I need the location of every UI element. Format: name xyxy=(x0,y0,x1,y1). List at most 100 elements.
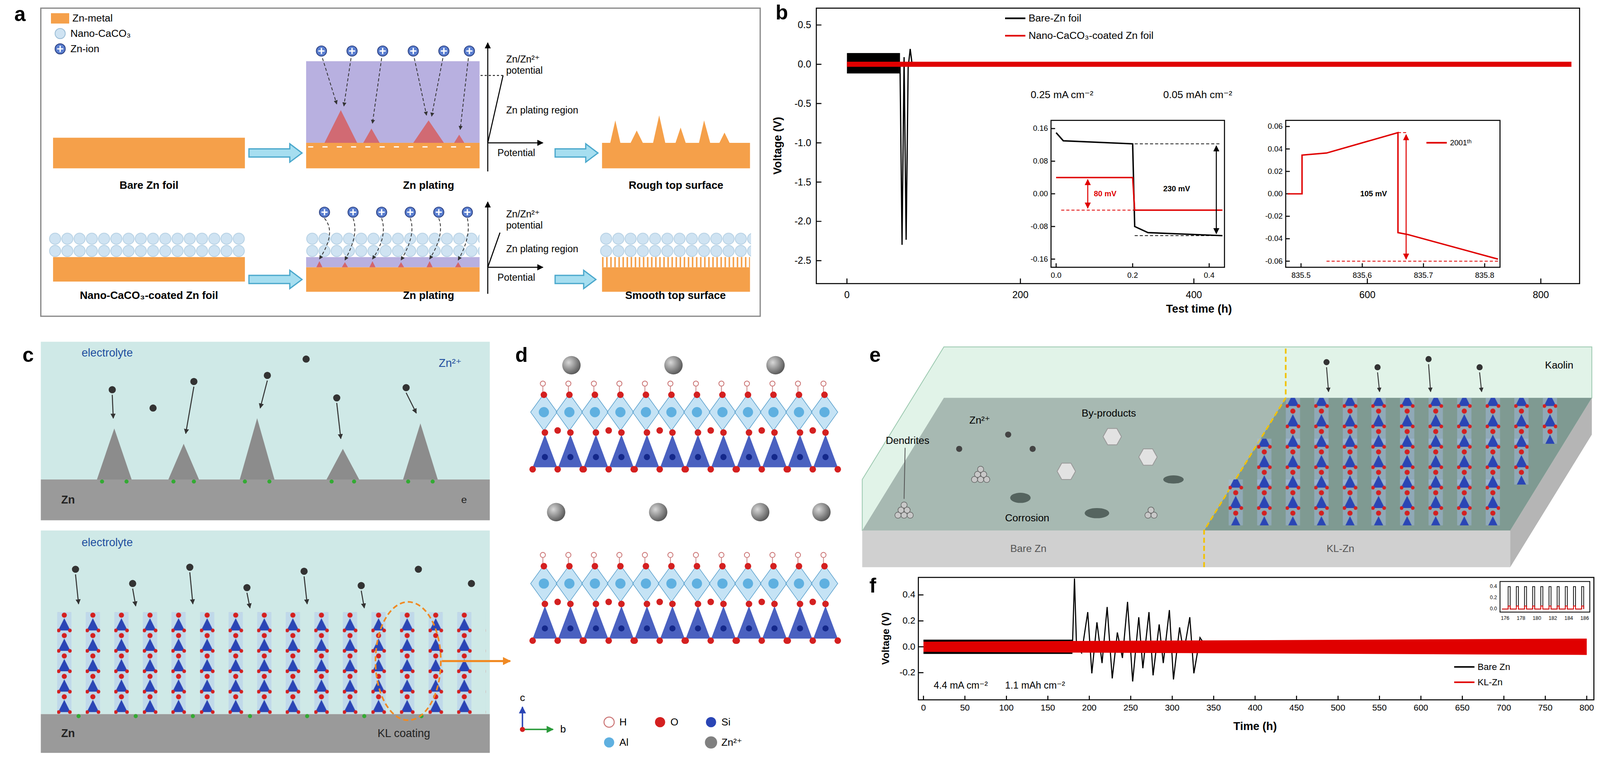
legend-sample xyxy=(1005,15,1026,22)
kl-zn-scheme-g-circle xyxy=(467,580,475,588)
axis-tick: -0.06 xyxy=(1265,256,1283,266)
region-label: Zn xyxy=(61,493,75,507)
label-box: 150 xyxy=(1040,703,1056,713)
legend-sample xyxy=(1005,32,1026,39)
coated-foil-rect xyxy=(48,232,245,258)
kl-zn-scheme-g-circle xyxy=(248,714,253,719)
inset-b1-path xyxy=(1051,128,1210,268)
label-box: 0.00 xyxy=(1267,189,1283,199)
kl-zn-scheme-g-line xyxy=(132,589,136,607)
chart-f-axes-path xyxy=(918,595,1587,701)
legend-dot xyxy=(55,28,66,39)
legend-text: Zn-metal xyxy=(72,12,113,25)
legend-dot xyxy=(55,43,66,55)
label-box: 450 xyxy=(1289,703,1304,713)
electrode-slab-g-ellipse xyxy=(1010,493,1031,504)
kaolinite-structure-g-circle xyxy=(546,503,566,522)
legend-sample xyxy=(703,735,718,750)
legend-sample xyxy=(53,26,68,41)
electrode-slab-g-circle xyxy=(1029,446,1036,453)
legend-item: Zn-metal xyxy=(50,12,113,25)
axis-note: Zn plating region xyxy=(506,243,579,255)
condition-text: 4.4 mA cm⁻² xyxy=(933,680,989,692)
region-label: KL coating xyxy=(377,727,431,740)
axis-tick: 250 xyxy=(1123,703,1139,713)
kl-zn-curve-f xyxy=(923,638,1587,655)
axis-tick: 0.5 xyxy=(797,19,812,31)
callout-text: Corrosion xyxy=(1005,512,1050,524)
axis-tick: 800 xyxy=(1532,289,1550,300)
electrode-slab-g-line xyxy=(1428,364,1431,393)
label-box: Zn plating region xyxy=(506,104,579,117)
panel-letter: b xyxy=(775,0,788,24)
label-box: -0.02 xyxy=(1265,212,1283,221)
axis-tick: -0.02 xyxy=(1265,212,1283,221)
bare-zn-scheme-g-line xyxy=(336,403,341,439)
axis-tick: 0.0 xyxy=(902,641,916,653)
axis-tick: 0.0 xyxy=(1050,270,1062,280)
label-box: 176 xyxy=(1500,615,1510,622)
label-box: 0 xyxy=(844,289,850,301)
kaolinite-structure-g-circle xyxy=(648,503,668,522)
bare-zn-scheme-g-circle xyxy=(352,479,357,484)
label-box: 180 xyxy=(1532,615,1542,622)
label-box: Zn²⁺ xyxy=(438,356,462,370)
label-box: 835.7 xyxy=(1413,270,1434,280)
inset-f xyxy=(1500,581,1591,613)
legend-text: H xyxy=(619,716,627,729)
axis-tick: 0.06 xyxy=(1267,122,1283,131)
axis-tick: 0.08 xyxy=(1033,157,1049,166)
electrode-slab-line xyxy=(903,448,905,500)
coated-plating-scene-line xyxy=(487,232,501,268)
axis-tick: 178 xyxy=(1516,615,1526,622)
axis-note: Potential xyxy=(497,271,536,283)
axis-tick: -0.2 xyxy=(899,667,916,678)
inset-b1-path xyxy=(1056,132,1223,236)
bare-zn-scheme-g-circle xyxy=(263,372,271,380)
inset-b2-path xyxy=(1326,132,1499,262)
label-box: Corrosion xyxy=(1005,512,1050,525)
electrode-slab-g-circle xyxy=(977,466,984,473)
kl-zn-scheme-g-circle xyxy=(129,580,137,588)
stage-node: Bare Zn foil xyxy=(53,137,245,193)
label-box: electrolyte xyxy=(81,536,133,550)
axis-note: Zn/Zn²⁺ xyxy=(506,208,540,220)
legend-item: Bare Zn xyxy=(1454,662,1511,673)
coated-foil xyxy=(48,232,245,282)
label-box: e xyxy=(869,343,881,368)
axis-tick: 650 xyxy=(1454,703,1470,713)
electrode-slab-g-circle xyxy=(1323,359,1330,366)
plating-scene-line xyxy=(487,75,503,143)
kaolinite-structure-use xyxy=(529,552,586,645)
legend-item: Nano-CaCO₃ xyxy=(53,26,131,41)
label-box: 600 xyxy=(1413,703,1429,713)
bare-zn-scheme-g xyxy=(108,355,410,413)
kl-zn-scheme-g-circle xyxy=(304,714,310,719)
legend-sample xyxy=(601,715,617,730)
legend-item: Zn-ion xyxy=(53,41,100,56)
legend-text: 2001ᵗʰ xyxy=(1450,138,1472,148)
label-box: 0.2 xyxy=(1127,270,1139,280)
legend-dot xyxy=(654,717,666,728)
label-box: 0.05 mAh cm⁻² xyxy=(1163,89,1233,101)
plating-scene-g-path xyxy=(460,58,469,130)
axis-tick: 186 xyxy=(1580,615,1590,622)
stage-node: Smooth top surface xyxy=(599,230,752,303)
smooth-surface-rect xyxy=(601,267,750,292)
kl-zn-scheme-g xyxy=(72,563,476,592)
kaolinite-structure-line xyxy=(521,707,523,730)
label-box: c xyxy=(22,343,34,368)
kaolinite-structure-use xyxy=(733,381,790,473)
kl-zn-scheme-g-circle xyxy=(190,714,196,719)
callout-text: Dendrites xyxy=(885,435,930,447)
coated-plating-scene-g-path xyxy=(319,218,330,260)
coated-plating-scene-g-path xyxy=(401,218,412,261)
axis-tick: -1.0 xyxy=(794,137,812,148)
plating-scene-line xyxy=(487,42,489,172)
label-box: 0.25 mA cm⁻² xyxy=(1030,89,1094,101)
label-box: Test time (h) xyxy=(1166,302,1233,316)
coated-plating-scene-g-polygon xyxy=(426,261,433,268)
label-box: Zn/Zn²⁺ xyxy=(506,53,540,65)
panel-letter: a xyxy=(14,2,26,26)
